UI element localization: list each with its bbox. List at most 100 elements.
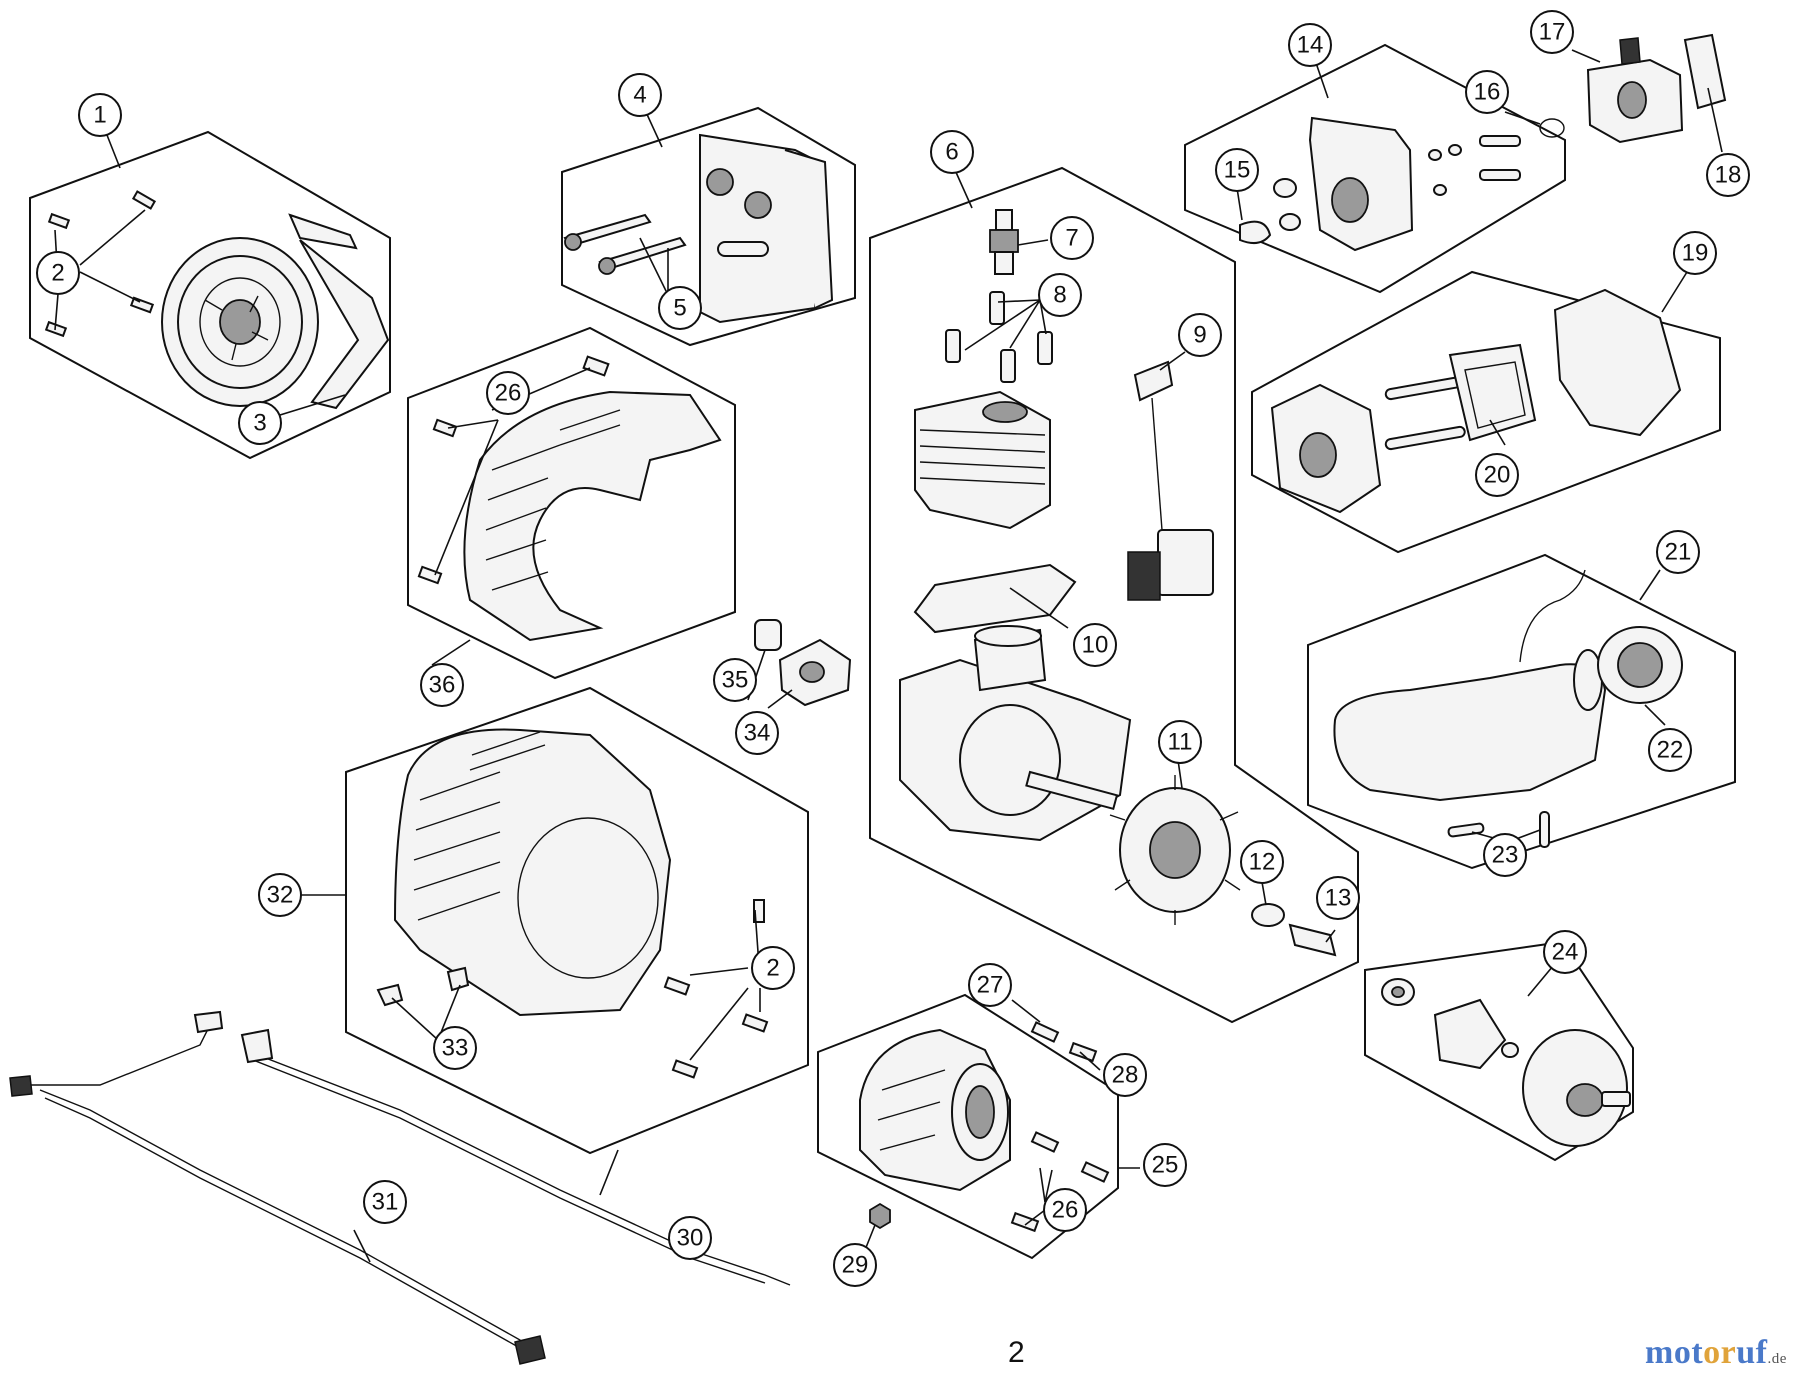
callout-30: 30 — [668, 1216, 712, 1260]
callout-9: 9 — [1178, 313, 1222, 357]
callout-17: 17 — [1530, 10, 1574, 54]
callout-5: 5 — [658, 286, 702, 330]
panel-fan-shroud — [407, 326, 736, 680]
panel-carburetor-mount — [1184, 43, 1566, 294]
callout-19: 19 — [1673, 231, 1717, 275]
callout-8: 8 — [1038, 273, 1082, 317]
svg-text:36: 36 — [429, 672, 456, 699]
svg-text:19: 19 — [1682, 240, 1709, 267]
svg-text:28: 28 — [1112, 1062, 1139, 1089]
flywheel — [1109, 775, 1241, 925]
logo-letter: m — [1645, 1334, 1674, 1371]
svg-text:15: 15 — [1224, 157, 1251, 184]
callout-15: 15 — [1215, 148, 1259, 192]
callout-2-lower: 2 — [751, 946, 795, 990]
svg-text:23: 23 — [1492, 842, 1519, 869]
svg-text:27: 27 — [977, 972, 1004, 999]
svg-text:10: 10 — [1082, 632, 1109, 659]
callout-22: 22 — [1648, 728, 1692, 772]
callout-14: 14 — [1288, 23, 1332, 67]
panel-fuel-tank — [1307, 553, 1736, 870]
callout-32: 32 — [258, 873, 302, 917]
callout-25: 25 — [1143, 1143, 1187, 1187]
recoil-starter-assembly — [44, 190, 390, 410]
callout-31: 31 — [363, 1180, 407, 1224]
callout-36: 36 — [420, 663, 464, 707]
callout-16: 16 — [1465, 70, 1509, 114]
svg-text:1: 1 — [93, 102, 106, 129]
callout-26: 26 — [1043, 1188, 1087, 1232]
svg-text:32: 32 — [267, 882, 294, 909]
panel-drive-housing — [817, 993, 1119, 1260]
svg-text:17: 17 — [1539, 19, 1566, 46]
page-number: 2 — [1008, 1336, 1025, 1369]
svg-text:8: 8 — [1053, 282, 1066, 309]
callout-35: 35 — [713, 658, 757, 702]
svg-text:31: 31 — [372, 1189, 399, 1216]
svg-text:2: 2 — [51, 260, 64, 287]
spark-plug-and-bolts — [945, 209, 1053, 383]
ignition-coil — [1127, 360, 1214, 601]
panel-engine — [869, 166, 1359, 1024]
drive-housing — [859, 1021, 1110, 1233]
svg-text:3: 3 — [253, 410, 266, 437]
fuel-tank — [1333, 569, 1683, 848]
logo-letter: f — [1755, 1334, 1768, 1371]
panel-recoil-starter — [29, 130, 391, 460]
callout-11: 11 — [1158, 720, 1202, 764]
callout-3: 3 — [238, 401, 282, 445]
carburetor-mount-assembly — [1239, 116, 1565, 252]
svg-text:35: 35 — [722, 667, 749, 694]
svg-text:6: 6 — [945, 139, 958, 166]
svg-text:5: 5 — [673, 295, 686, 322]
callout-6: 6 — [930, 130, 974, 174]
callout-34: 34 — [735, 711, 779, 755]
callout-23: 23 — [1483, 833, 1527, 877]
motoruf-watermark-logo: motoruf.de — [1645, 1334, 1787, 1372]
svg-text:12: 12 — [1249, 849, 1276, 876]
svg-text:26: 26 — [1052, 1197, 1079, 1224]
crankcase-and-piston — [899, 625, 1132, 842]
callout-10: 10 — [1073, 623, 1117, 667]
callout-7: 7 — [1050, 216, 1094, 260]
svg-text:13: 13 — [1325, 885, 1352, 912]
clutch-assembly — [1381, 978, 1631, 1147]
panel-air-filter — [1251, 270, 1721, 554]
logo-letter: r — [1720, 1334, 1737, 1371]
callout-1: 1 — [78, 93, 122, 137]
svg-text:2: 2 — [766, 955, 779, 982]
callout-4: 4 — [618, 73, 662, 117]
callout-12: 12 — [1240, 840, 1284, 884]
logo-letter: t — [1691, 1334, 1704, 1371]
svg-text:4: 4 — [633, 82, 646, 109]
svg-text:18: 18 — [1715, 162, 1742, 189]
panel-engine-cover — [345, 686, 809, 1155]
callout-20: 20 — [1475, 453, 1519, 497]
svg-text:7: 7 — [1065, 225, 1078, 252]
svg-text:24: 24 — [1552, 939, 1579, 966]
svg-text:16: 16 — [1474, 79, 1501, 106]
svg-text:29: 29 — [842, 1252, 869, 1279]
logo-letter: o — [1673, 1334, 1692, 1371]
cylinder — [914, 390, 1051, 530]
carburetor — [1586, 33, 1727, 144]
logo-tld: .de — [1767, 1351, 1787, 1367]
svg-text:30: 30 — [677, 1225, 704, 1252]
callout-27: 27 — [968, 963, 1012, 1007]
logo-letter: o — [1703, 1334, 1721, 1371]
callout-24: 24 — [1543, 930, 1587, 974]
callout-28: 28 — [1103, 1053, 1147, 1097]
callout-29: 29 — [833, 1243, 877, 1287]
panel-muffler — [561, 106, 856, 347]
logo-letter: u — [1736, 1334, 1756, 1371]
svg-text:34: 34 — [744, 720, 771, 747]
svg-text:26: 26 — [495, 380, 522, 407]
callout-21: 21 — [1656, 530, 1700, 574]
svg-text:20: 20 — [1484, 462, 1511, 489]
callout-13: 13 — [1316, 876, 1360, 920]
flywheel-key — [1288, 923, 1337, 957]
fan-shroud — [417, 355, 722, 642]
muffler-assembly — [563, 133, 834, 324]
